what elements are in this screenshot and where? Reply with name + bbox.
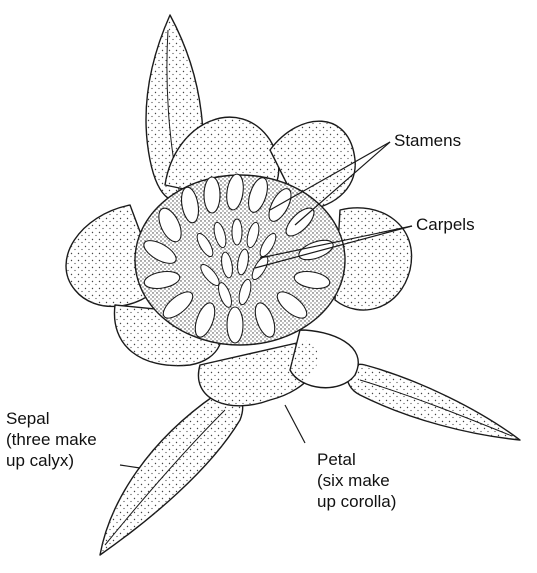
petal-label: Petal (six make up corolla) [317, 449, 396, 512]
stamens-label: Stamens [394, 130, 461, 151]
carpels-label: Carpels [416, 214, 475, 235]
sepal-label: Sepal (three make up calyx) [6, 408, 97, 471]
